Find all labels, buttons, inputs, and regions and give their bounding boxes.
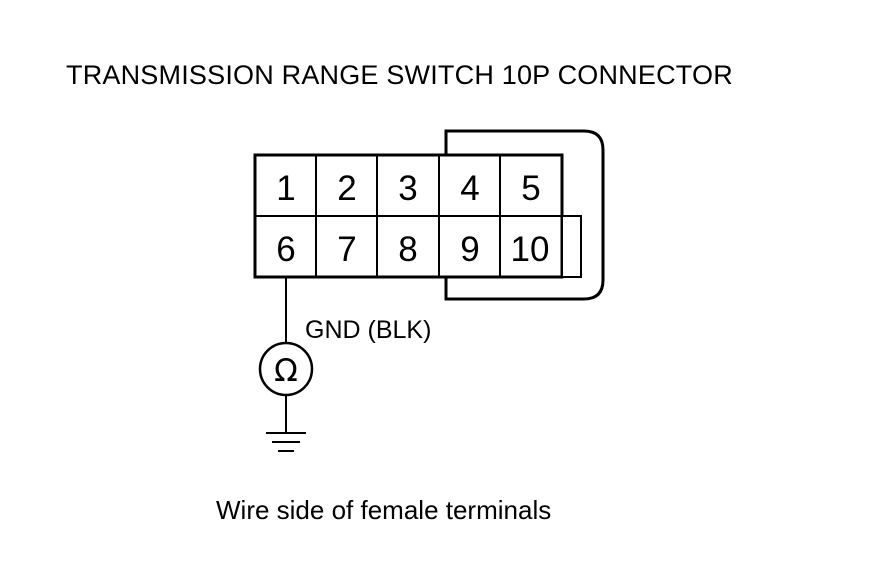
pin-6: 6 [276, 230, 295, 269]
connector-housing [444, 129, 605, 301]
pin-7: 7 [337, 230, 356, 269]
pin-9: 9 [460, 230, 479, 269]
pin-10: 10 [511, 230, 550, 269]
diagram-caption: Wire side of female terminals [216, 495, 552, 525]
connector-key-tab [561, 215, 582, 278]
pin-2: 2 [337, 169, 356, 208]
pin-3: 3 [398, 169, 417, 208]
pin-8: 8 [398, 230, 417, 269]
pin-4: 4 [460, 169, 479, 208]
pin-5: 5 [521, 169, 540, 208]
ground-symbol-icon [266, 432, 306, 452]
ohm-symbol: Ω [274, 353, 298, 389]
diagram-title: TRANSMISSION RANGE SWITCH 10P CONNECTOR [66, 60, 733, 90]
pin-1: 1 [276, 169, 295, 208]
wire-label: GND (BLK) [305, 316, 431, 344]
